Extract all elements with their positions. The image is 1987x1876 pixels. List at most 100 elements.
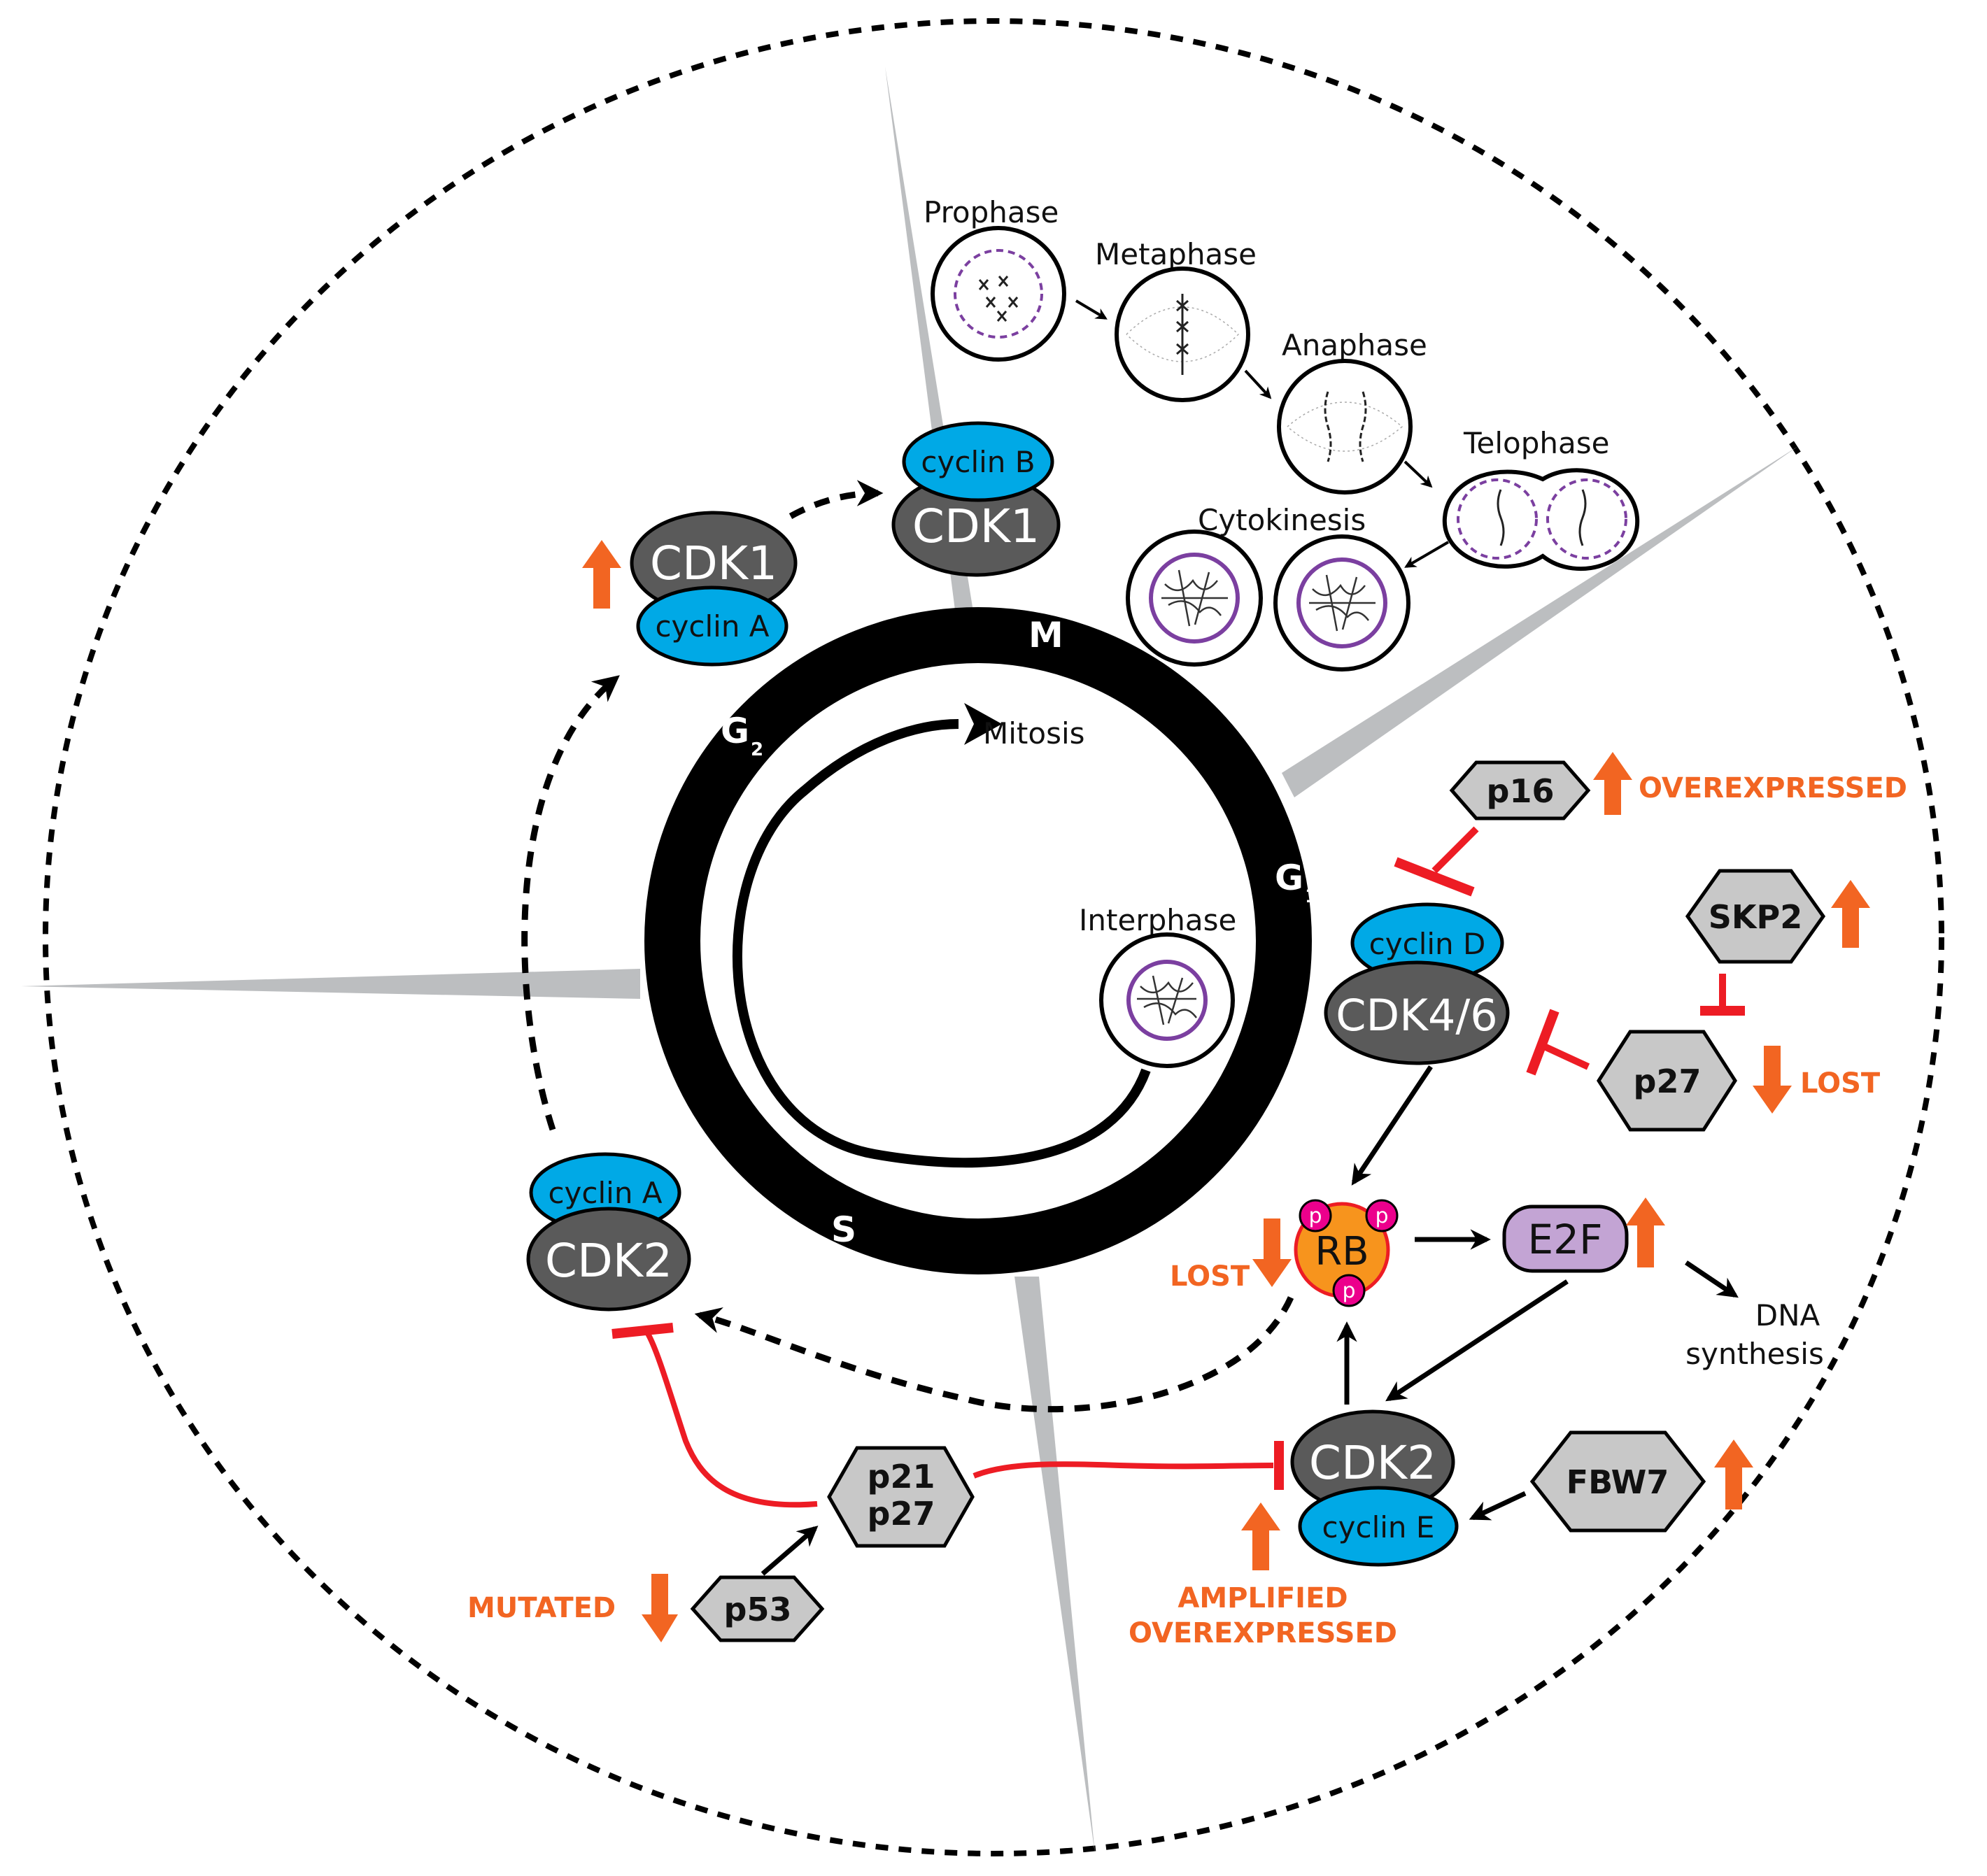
arrow-p53-to-p21 <box>761 1526 819 1576</box>
p21-p27-inhibitor: p21 p27 <box>827 1446 975 1548</box>
arrow-cdk1a-to-cdk1b <box>789 480 884 519</box>
cdk2-cyclin-e-complex: CDK2 cyclin E <box>1290 1409 1459 1567</box>
e2f-up-arrow <box>1626 1198 1665 1267</box>
label-telophase: Telophase <box>1463 426 1609 460</box>
inhibit-p21-cdk2a <box>644 1330 818 1508</box>
rb-label: RB <box>1315 1229 1369 1274</box>
fbw7-label: FBW7 <box>1567 1463 1669 1501</box>
fbw7-protein: FBW7 <box>1529 1430 1706 1533</box>
cdk2e-up-arrow <box>1241 1502 1280 1570</box>
cyclin-a-top-body <box>636 585 789 667</box>
p53-protein: p53 <box>690 1575 825 1642</box>
skp2-label: SKP2 <box>1709 898 1803 936</box>
cyclin-a-left-label: cyclin A <box>548 1176 662 1210</box>
arrow-telophase-cytokinesis <box>1404 541 1450 568</box>
p16-label: p16 <box>1487 772 1555 810</box>
inhibit-p16-cdk46-bar <box>1394 857 1475 897</box>
p27-down-arrow <box>1753 1046 1792 1114</box>
cyclin-e-body <box>1298 1486 1459 1567</box>
cyclin-a-top-label: cyclin A <box>655 609 769 644</box>
arrow-fbw7-to-cyclin-e <box>1469 1491 1527 1521</box>
cdk2-left-label: CDK2 <box>545 1234 672 1288</box>
p16-overexpressed-label: OVEREXPRESSED <box>1639 772 1907 804</box>
svg-text:p: p <box>1375 1204 1388 1228</box>
cdk2-e-label: CDK2 <box>1309 1436 1436 1490</box>
svg-text:1: 1 <box>1305 886 1317 907</box>
dna-synthesis-line1: DNA <box>1755 1298 1820 1333</box>
cell-cycle-ring <box>644 607 1312 1274</box>
cdk2e-amplified-label: AMPLIFIED <box>1178 1582 1348 1614</box>
arrow-rb-to-cdk2a <box>694 1296 1294 1413</box>
inhibit-p21-cdk2a-bar <box>611 1323 674 1339</box>
cytokinesis-cell-right <box>1273 534 1410 671</box>
p21-label: p21 <box>868 1458 935 1495</box>
p53-mutated-label: MUTATED <box>467 1592 616 1624</box>
p27-lost-label: LOST <box>1800 1067 1881 1100</box>
cyclin-b-label: cyclin B <box>921 445 1035 479</box>
sector-wedge-right <box>1282 446 1798 797</box>
cdk1-a-label: CDK1 <box>650 536 777 590</box>
skp2-up-arrow <box>1831 880 1870 948</box>
svg-text:G: G <box>1275 858 1303 898</box>
phase-label-m: M <box>1028 615 1063 655</box>
svg-text:p: p <box>1342 1279 1355 1303</box>
arrow-prophase-metaphase <box>1075 299 1108 320</box>
phase-label-s: S <box>831 1209 856 1250</box>
phase-label-g2: G 2 <box>721 711 763 760</box>
cdk2e-overexpressed-label: OVEREXPRESSED <box>1129 1617 1397 1649</box>
phospho-group-2: p <box>1365 1199 1399 1232</box>
e2f-protein: E2F <box>1502 1205 1629 1273</box>
inhibit-p27-cdk46 <box>1541 1042 1590 1070</box>
p16-up-arrow <box>1593 752 1632 815</box>
cdk1-b-label: CDK1 <box>912 499 1040 553</box>
prophase-cell <box>931 226 1066 362</box>
arrow-e2f-to-dna <box>1685 1260 1739 1298</box>
cyclin-e-label: cyclin E <box>1322 1510 1435 1544</box>
rb-down-arrow <box>1252 1218 1292 1287</box>
arrow-anaphase-telophase <box>1403 460 1433 488</box>
sector-wedge-bottom <box>1014 1277 1095 1854</box>
cdk1-up-arrow <box>582 540 621 609</box>
label-anaphase: Anaphase <box>1282 328 1427 362</box>
cdk46-label: CDK4/6 <box>1336 990 1497 1041</box>
metaphase-cell <box>1115 267 1250 402</box>
phase-label-g1: G 1 <box>1275 858 1317 907</box>
cyclin-b-body <box>902 421 1054 502</box>
cycle-progression-arrowhead <box>964 703 1002 745</box>
inhibit-p16-cdk46 <box>1431 826 1479 874</box>
cytokinesis-cell-left <box>1126 530 1263 667</box>
arrow-cdk2a-to-cdk1a <box>521 675 620 1131</box>
dna-synthesis-line2: synthesis <box>1685 1337 1824 1371</box>
inhibit-p27-cdk46-bar <box>1526 1009 1560 1076</box>
arrow-cdk46-to-rb <box>1351 1065 1433 1186</box>
sector-wedge-left <box>21 969 640 999</box>
telophase-cell <box>1442 468 1640 571</box>
arrow-metaphase-anaphase <box>1244 369 1272 399</box>
rb-lost-label: LOST <box>1170 1260 1250 1293</box>
cdk2-cyclin-a-complex: cyclin A CDK2 <box>526 1152 691 1312</box>
interphase-cell <box>1099 932 1235 1068</box>
skp2-protein: SKP2 <box>1685 869 1826 964</box>
p53-label: p53 <box>724 1591 792 1628</box>
inhibit-p21-cdk2e <box>973 1461 1274 1479</box>
p53-down-arrow <box>642 1574 678 1642</box>
svg-text:p: p <box>1308 1204 1322 1228</box>
p27-lower-label: p27 <box>868 1495 935 1533</box>
phospho-group-3: p <box>1332 1274 1366 1307</box>
phospho-group-1: p <box>1299 1199 1332 1232</box>
anaphase-cell <box>1277 359 1413 495</box>
label-interphase: Interphase <box>1079 903 1236 937</box>
rb-protein: RB p p p <box>1294 1199 1399 1307</box>
label-cytokinesis: Cytokinesis <box>1198 503 1366 537</box>
fbw7-up-arrow <box>1714 1440 1753 1509</box>
label-mitosis: Mitosis <box>983 716 1085 751</box>
cdk1-cyclin-a-complex: CDK1 cyclin A <box>630 511 798 667</box>
cdk1-cyclin-b-complex: cyclin B CDK1 <box>891 421 1061 577</box>
cell-boundary <box>43 18 1944 1856</box>
svg-text:2: 2 <box>751 739 763 760</box>
p27-protein: p27 <box>1597 1030 1737 1132</box>
cdk46-cyclin-d-complex: cyclin D CDK4/6 <box>1324 902 1510 1065</box>
cyclin-d-label: cyclin D <box>1369 927 1486 961</box>
cycle-progression-arrow <box>732 719 1151 1168</box>
